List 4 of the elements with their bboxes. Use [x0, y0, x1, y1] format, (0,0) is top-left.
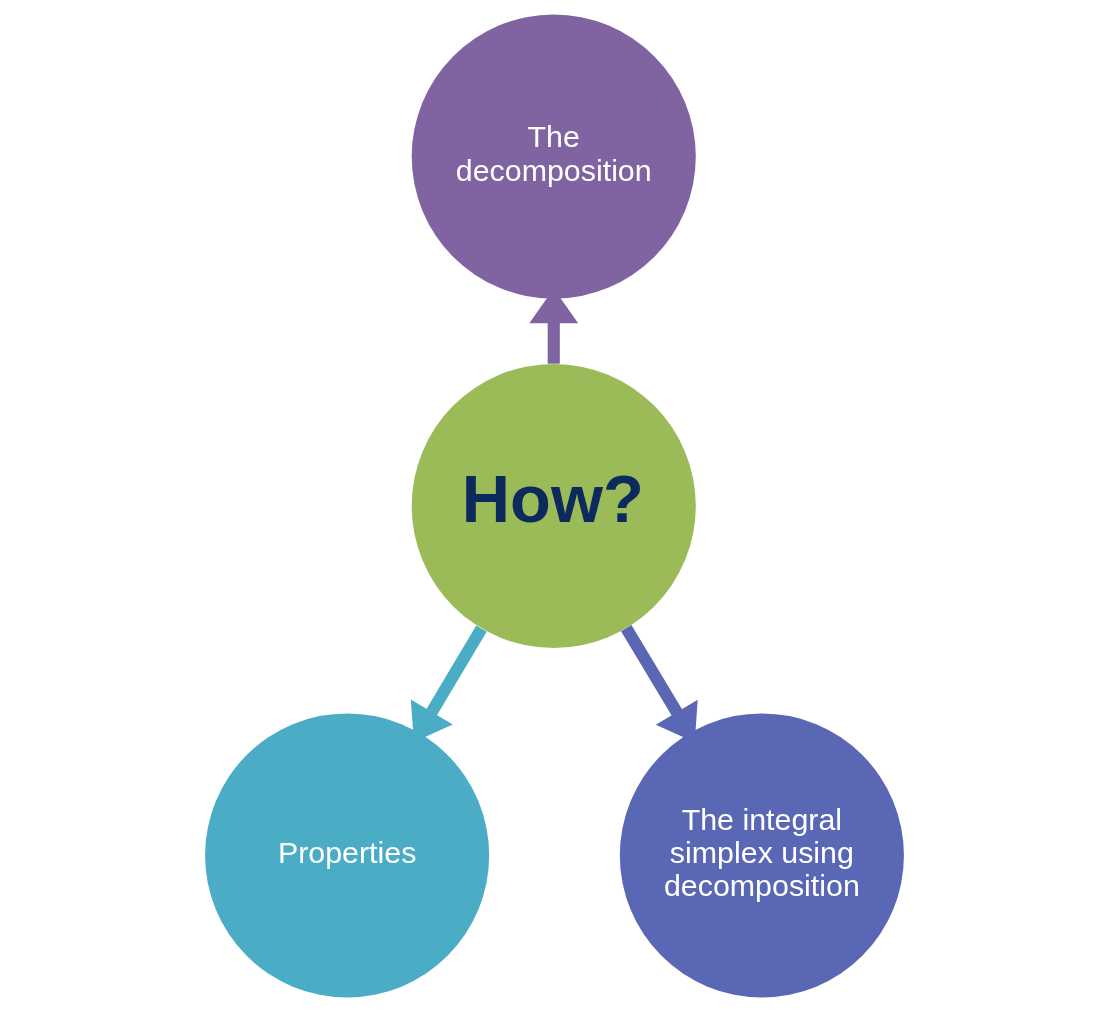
node-circle: The integral simplex using decomposition [619, 713, 904, 998]
node-circle: How? [411, 363, 696, 649]
node-circle: Properties [205, 713, 490, 998]
node-circle: The decomposition [411, 14, 696, 299]
